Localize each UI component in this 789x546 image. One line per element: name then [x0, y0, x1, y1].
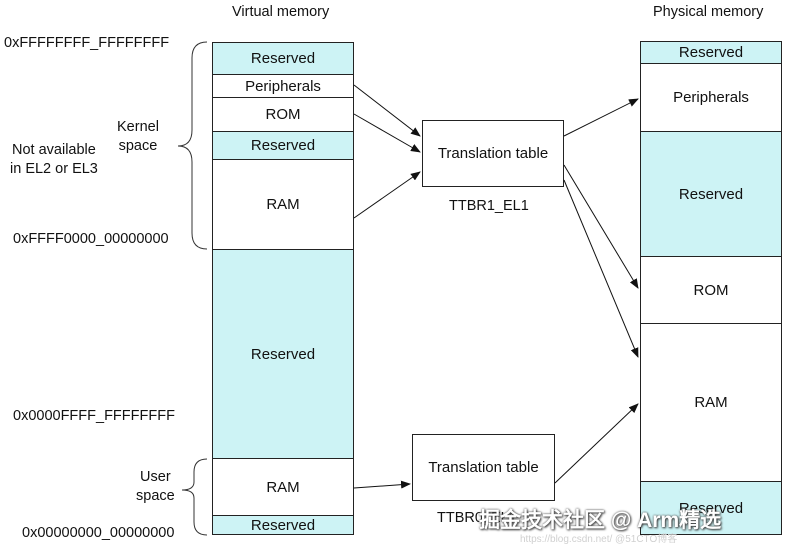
- arrow-rom-to-table: [353, 113, 421, 153]
- address-kernel-bottom: 0xFFFF0000_00000000: [13, 231, 169, 247]
- user-space-label: User space: [136, 468, 175, 506]
- physical-region-reserved-bottom: Reserved: [640, 481, 782, 535]
- translation-table-upper: Translation table: [422, 120, 564, 187]
- arrow-ram-kernel-to-table: [353, 171, 421, 219]
- virtual-region-rom: ROM: [212, 97, 354, 132]
- address-user-bottom: 0x00000000_00000000: [22, 525, 175, 541]
- arrow-table-to-peripherals: [563, 98, 639, 137]
- user-space-line2: space: [136, 488, 175, 504]
- user-space-line1: User: [140, 469, 171, 485]
- physical-memory-header: Physical memory: [653, 4, 764, 20]
- virtual-memory-header: Virtual memory: [232, 4, 330, 20]
- ttbr0-el1-label: TTBR0_EL1: [437, 510, 517, 526]
- watermark-text: 掘金技术社区 @ Arm精选: [479, 509, 722, 532]
- address-user-top: 0x0000FFFF_FFFFFFFF: [13, 408, 175, 424]
- not-available-line1: Not available: [12, 142, 96, 158]
- virtual-region-reserved-gap: Reserved: [212, 249, 354, 459]
- translation-table-lower: Translation table: [412, 434, 555, 501]
- kernel-space-line1: Kernel: [117, 119, 159, 135]
- virtual-region-ram-user: RAM: [212, 458, 354, 516]
- virtual-region-peripherals: Peripherals: [212, 74, 354, 98]
- arrow-ram-user-to-table: [353, 480, 411, 489]
- watermark-subtext: https://blog.csdn.net/ @51CTO博客: [520, 534, 678, 545]
- not-available-line2: in EL2 or EL3: [10, 161, 98, 177]
- physical-region-reserved-mid: Reserved: [640, 131, 782, 257]
- virtual-region-reserved-kernel-mid: Reserved: [212, 131, 354, 160]
- physical-region-rom: ROM: [640, 256, 782, 324]
- physical-region-ram: RAM: [640, 323, 782, 482]
- virtual-region-reserved-kernel-top: Reserved: [212, 42, 354, 75]
- arrow-table-to-rom: [563, 164, 639, 289]
- virtual-region-ram-kernel: RAM: [212, 159, 354, 250]
- arrow-table-to-ram: [563, 179, 639, 358]
- user-space-brace: [181, 458, 208, 536]
- physical-region-peripherals: Peripherals: [640, 63, 782, 132]
- ttbr1-el1-label: TTBR1_EL1: [449, 198, 529, 214]
- address-kernel-top: 0xFFFFFFFF_FFFFFFFF: [4, 35, 170, 51]
- kernel-space-brace: [177, 41, 208, 250]
- not-available-label: Not available in EL2 or EL3: [10, 141, 98, 179]
- arrow-peripherals-to-table: [353, 84, 421, 137]
- kernel-space-line2: space: [118, 138, 158, 154]
- arrow-lower-table-to-ram: [554, 403, 639, 484]
- kernel-space-label: Kernel space: [117, 118, 159, 156]
- virtual-region-reserved-user-bottom: Reserved: [212, 515, 354, 535]
